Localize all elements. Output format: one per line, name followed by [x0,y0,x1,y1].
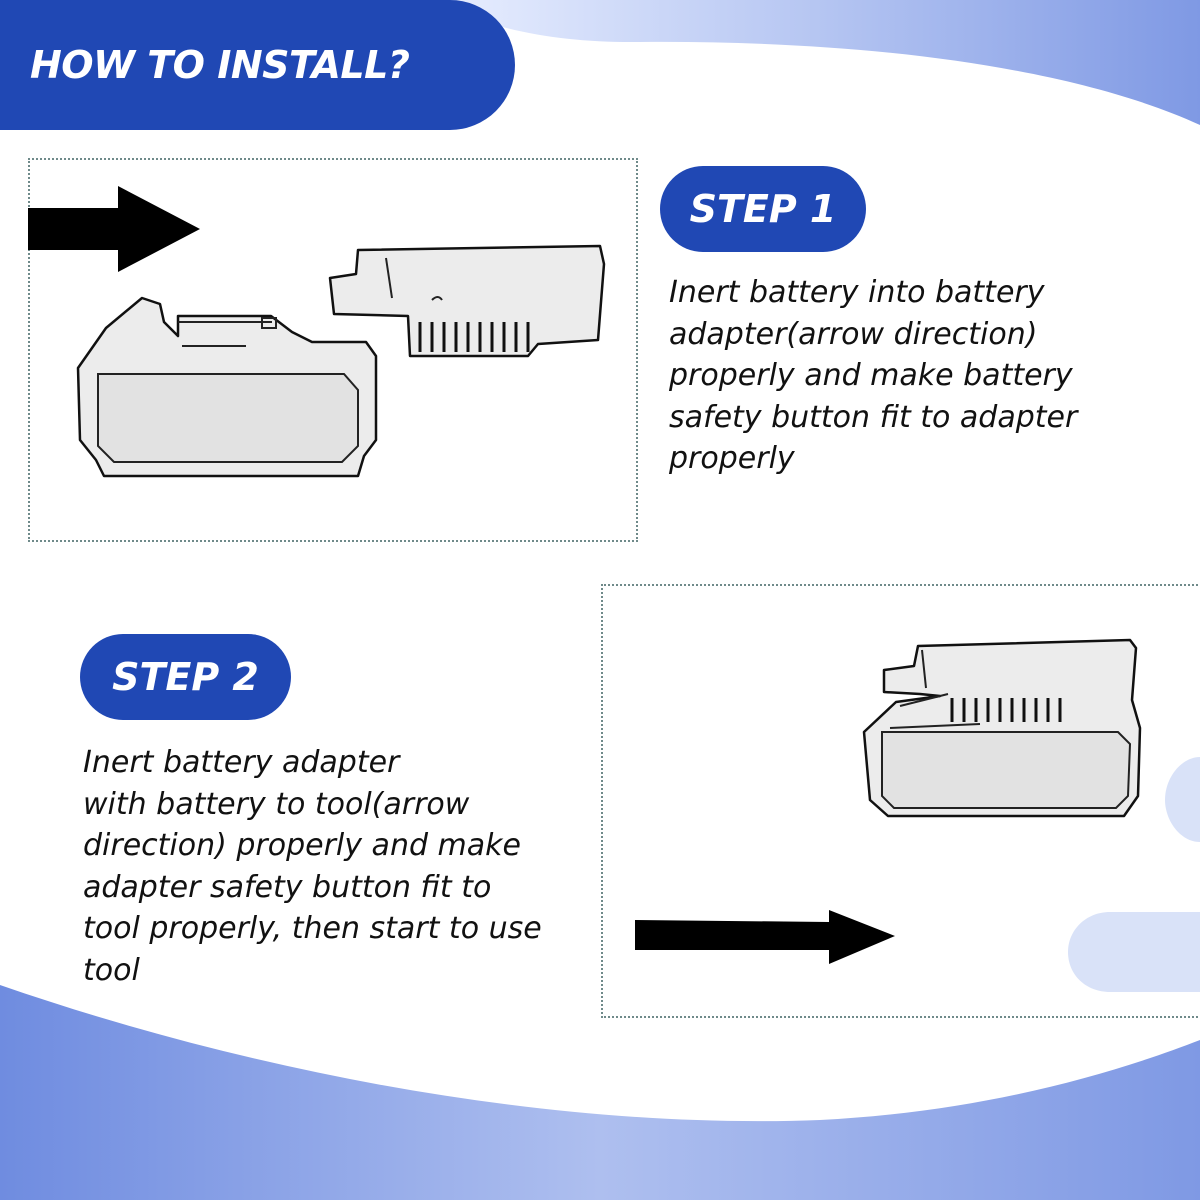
step1-label: STEP 1 [689,187,837,231]
top-wave [430,0,1200,125]
title-banner: HOW TO INSTALL? [0,0,515,130]
battery-with-adapter-icon [862,638,1142,818]
step2-label: STEP 2 [112,655,259,699]
step1-badge: STEP 1 [660,166,866,252]
step2-badge: STEP 2 [80,634,291,720]
step1-description: Inert battery into battery adapter(arrow… [669,275,1078,476]
step1-illustration-frame [28,158,638,542]
step2-illustration-frame [601,584,1200,1018]
step1-arrow-icon [28,186,200,272]
right-blob-2 [1068,912,1200,992]
page-title: HOW TO INSTALL? [30,43,410,87]
step2-arrow-icon [635,910,895,964]
battery-icon [76,296,378,478]
step2-description: Inert battery adapter with battery to to… [83,745,542,988]
right-blob-1 [1165,757,1200,842]
bottom-wave [0,985,1200,1200]
adapter-icon [328,244,606,358]
